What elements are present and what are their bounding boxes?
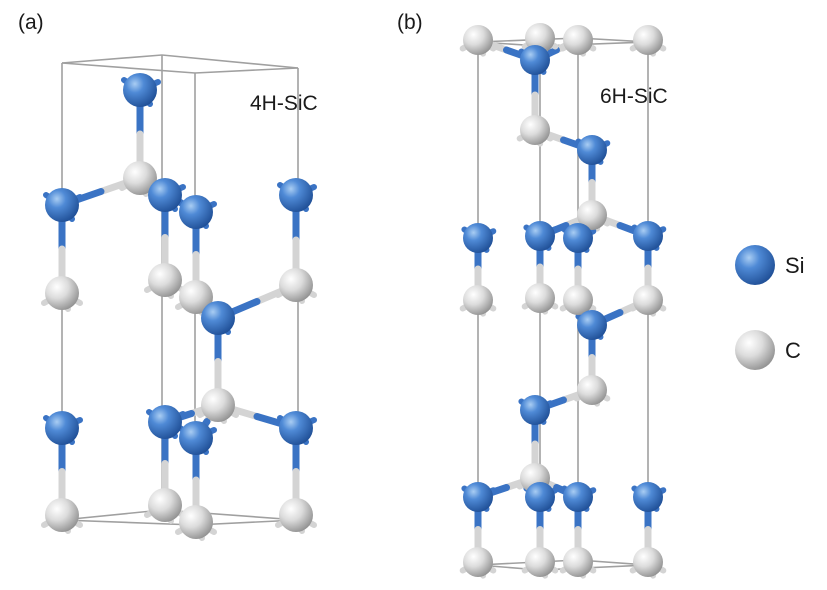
legend: Si C: [735, 245, 805, 370]
si-atom-icon: [735, 245, 775, 285]
panel-b-title: 6H-SiC: [600, 85, 668, 108]
c-atom: [525, 547, 555, 577]
legend-si-label: Si: [785, 253, 805, 278]
c-atom: [525, 283, 555, 313]
si-atom: [563, 482, 593, 512]
si-atom: [525, 221, 555, 251]
panel-b-tag: (b): [397, 11, 423, 34]
si-atom: [577, 310, 607, 340]
c-atom: [148, 263, 182, 297]
si-atom: [577, 135, 607, 165]
cell-edge: [61, 519, 196, 526]
si-atom: [148, 405, 182, 439]
c-atom: [179, 505, 213, 539]
cell-edge: [61, 54, 163, 64]
c-atom: [463, 547, 493, 577]
si-atom: [179, 421, 213, 455]
c-atom: [577, 200, 607, 230]
cell-edge: [161, 54, 299, 69]
c-atom: [633, 25, 663, 55]
atoms-4h: [45, 73, 313, 539]
legend-c-label: C: [785, 338, 801, 363]
si-atom: [463, 223, 493, 253]
si-atom: [520, 45, 550, 75]
c-atom-icon: [735, 330, 775, 370]
cell-edge: [61, 62, 196, 74]
si-atom: [201, 301, 235, 335]
si-atom: [123, 73, 157, 107]
c-atom: [279, 268, 313, 302]
c-atom: [123, 161, 157, 195]
si-atom: [148, 178, 182, 212]
legend-item-c: C: [735, 330, 801, 370]
si-atom: [525, 482, 555, 512]
c-atom: [563, 547, 593, 577]
c-atom: [563, 25, 593, 55]
panel-a-tag: (a): [18, 11, 44, 34]
c-atom: [179, 280, 213, 314]
si-atom: [279, 411, 313, 445]
c-atom: [563, 285, 593, 315]
panel-4h-sic: (a) 4H-SiC: [18, 11, 318, 541]
c-atom: [45, 276, 79, 310]
c-atom: [201, 388, 235, 422]
panel-6h-sic: (b) 6H-SiC: [397, 11, 668, 579]
c-atom: [148, 488, 182, 522]
c-atom: [633, 285, 663, 315]
panel-a-title: 4H-SiC: [250, 92, 318, 115]
legend-item-si: Si: [735, 245, 805, 285]
bonds-4h: [41, 77, 317, 541]
atoms-6h: [463, 23, 663, 577]
c-atom: [520, 115, 550, 145]
si-atom: [45, 188, 79, 222]
si-atom: [45, 411, 79, 445]
c-atom: [463, 285, 493, 315]
c-atom: [463, 25, 493, 55]
si-atom: [279, 178, 313, 212]
si-atom: [563, 223, 593, 253]
si-atom: [633, 482, 663, 512]
c-atom: [45, 498, 79, 532]
si-atom: [633, 221, 663, 251]
si-atom: [179, 195, 213, 229]
si-atom: [463, 482, 493, 512]
si-atom: [520, 395, 550, 425]
cell-edge: [194, 67, 299, 74]
c-atom: [633, 547, 663, 577]
c-atom: [577, 375, 607, 405]
c-atom: [279, 498, 313, 532]
